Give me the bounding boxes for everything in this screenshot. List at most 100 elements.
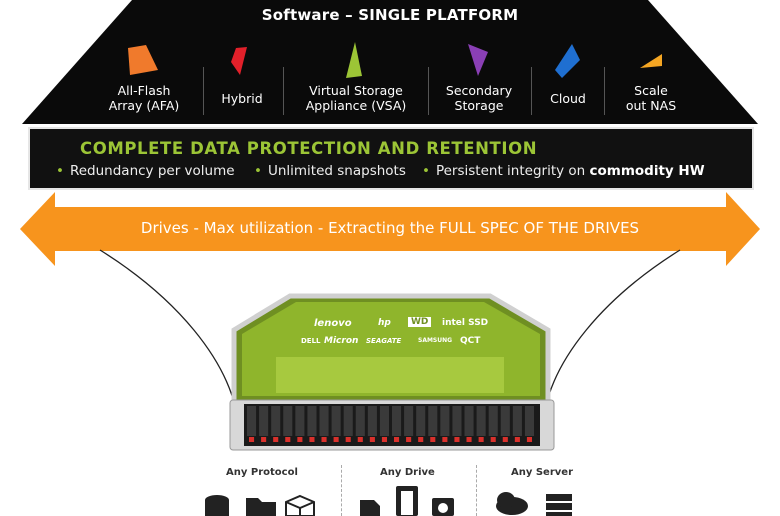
drive-bay-led [345,437,351,442]
column-separator [476,465,478,516]
drive-bay-led [478,437,484,442]
drive-bay [343,406,353,436]
drive-bay [416,406,426,436]
afa-icon [128,45,158,75]
usb-drive-icon [396,486,418,516]
data-protection-title: COMPLETE DATA PROTECTION AND RETENTION [80,139,538,158]
platform-vsa-line2: Appliance (VSA) [305,98,407,113]
bullet-integrity: •Persistent integrity on commodity HW [422,163,705,179]
drive-bay-led [381,437,387,442]
drive-bay [500,406,510,436]
logo-wd: WD [408,317,432,327]
secondary-storage-icon [468,44,488,76]
drive-bay [271,406,281,436]
drive-bay-led [273,437,279,442]
drive-bay [355,406,365,436]
bullet-redundancy: •Redundancy per volume [56,163,235,179]
logo-dell: DELL [301,337,321,345]
scale-out-nas-icon [640,54,662,68]
drive-bay-led [285,437,291,442]
drive-bay-led [333,437,339,442]
separator [428,67,429,115]
drive-bay-led [394,437,400,442]
drive-bay-led [249,437,255,442]
drive-bay [247,406,257,436]
logo-intel-ssd: intel SSD [442,318,489,328]
drive-bay [428,406,438,436]
drive-bay [488,406,498,436]
server-center-panel [276,357,504,393]
platform-cloud: Cloud [538,91,598,106]
bullet-integrity-bold: commodity HW [589,163,705,179]
drive-bay [259,406,269,436]
drive-bay-led [514,437,520,442]
platform-hybrid: Hybrid [210,91,274,106]
separator [203,67,204,115]
logo-samsung: SAMSUNG [418,337,453,344]
drives-arrow [20,192,760,266]
drive-bay [283,406,293,436]
drive-bays [247,406,534,442]
separator [283,67,284,115]
drive-bay-led [442,437,448,442]
server-rack-icon [546,494,572,516]
drive-bay [295,406,305,436]
platform-afa-line2: Array (AFA) [108,98,180,113]
drive-bay-led [369,437,375,442]
platform-hybrid-line1: Hybrid [221,91,263,106]
folder-icon [246,498,276,516]
database-icon [205,495,229,516]
logo-qct: QCT [460,336,481,346]
logo-lenovo: lenovo [314,318,352,329]
bullet-redundancy-text: Redundancy per volume [69,163,235,179]
label-any-protocol: Any Protocol [226,467,298,478]
sd-card-icon [360,500,380,516]
data-protection-band [28,127,754,190]
bullet-snapshots-text: Unlimited snapshots [267,163,406,179]
drive-bay [512,406,522,436]
drive-bay-led [406,437,412,442]
right-connector-line [544,249,681,411]
hard-disk-icon [432,498,454,516]
platform-nas-line2: out NAS [625,98,677,113]
software-platform-shape [22,0,758,124]
drive-bay-led [309,437,315,442]
drive-bay [331,406,341,436]
hybrid-icon [231,47,247,75]
bullet-snapshots: •Unlimited snapshots [254,163,406,179]
logo-micron: Micron [324,336,359,346]
drive-bay [307,406,317,436]
drive-bay [464,406,474,436]
bullet-integrity-text: Persistent integrity on [435,163,590,179]
drive-bay-led [490,437,496,442]
drive-bay [440,406,450,436]
platform-secondary-line2: Storage [454,98,504,113]
platform-vsa-line1: Virtual Storage [309,83,403,98]
column-separator [341,465,343,516]
logo-hp: hp [378,318,391,328]
software-title: Software – SINGLE PLATFORM [261,6,519,24]
platform-secondary-line1: Secondary [445,83,513,98]
platform-afa-line1: All-Flash [117,83,171,98]
platform-vsa: Virtual Storage Appliance (VSA) [290,83,422,113]
drive-bay-led [430,437,436,442]
drive-bay [452,406,462,436]
drive-bay [524,406,534,436]
label-any-drive: Any Drive [380,467,435,478]
drive-bay [367,406,377,436]
vsa-icon [346,42,362,78]
cloud-icon [555,44,580,78]
platform-scale-out-nas: Scale out NAS [612,83,690,113]
drive-bay [392,406,402,436]
drive-bay-led [454,437,460,442]
separator [531,67,532,115]
drive-bay-led [261,437,267,442]
platform-cloud-line1: Cloud [550,91,586,106]
drive-bay-led [526,437,532,442]
drive-bay [476,406,486,436]
drive-bay-led [466,437,472,442]
drive-bay-led [357,437,363,442]
drive-bay-led [297,437,303,442]
cloud-server-icon [496,492,528,515]
